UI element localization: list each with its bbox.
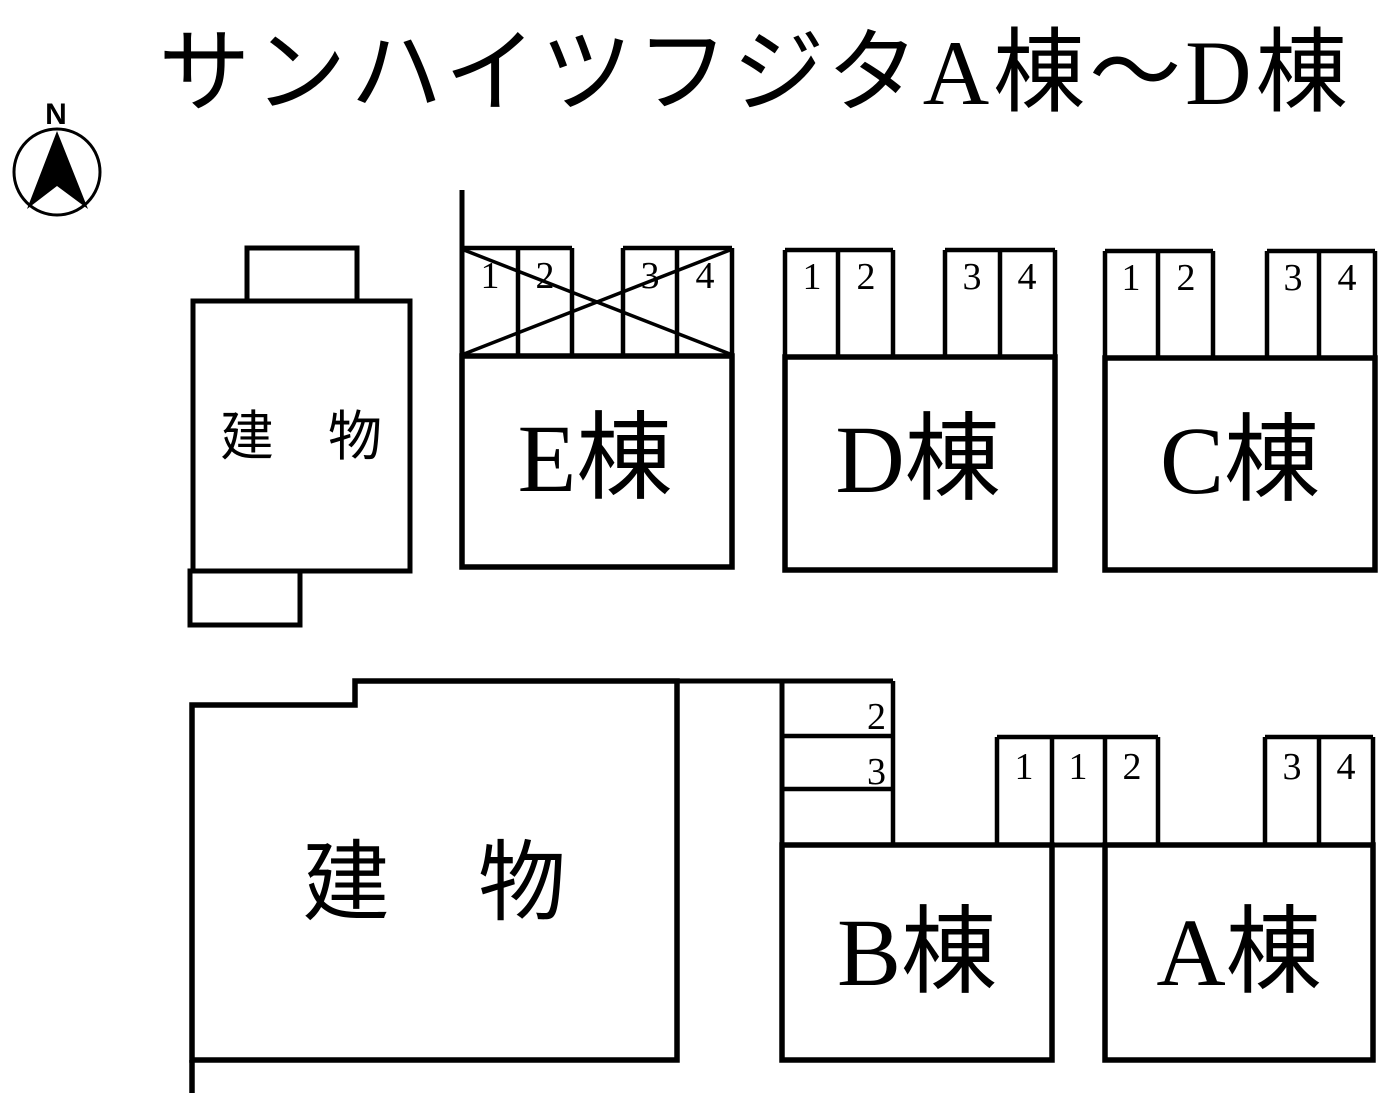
parking-space-a2: 2 [1123, 746, 1142, 788]
parking-space-e4: 4 [696, 255, 715, 297]
parking-space-d3: 3 [963, 256, 982, 298]
building-a-outline [1102, 842, 1376, 1063]
parking-space-e2: 2 [536, 255, 555, 297]
building-main: 建 物 [189, 678, 680, 1093]
building-e-outline [459, 353, 735, 570]
page-title: サンハイツフジタA棟～D棟 [158, 22, 1351, 124]
parking-space-b1: 1 [1015, 746, 1034, 788]
building-b-outline [779, 842, 1055, 1063]
parking-space-a1: 1 [1069, 746, 1088, 788]
parking-space-c3: 3 [1284, 257, 1303, 299]
parking-space-d1: 1 [803, 256, 822, 298]
building-b-label: B棟 [837, 899, 997, 1006]
parking-space-e3: 3 [641, 255, 660, 297]
parking-space-e1: 1 [481, 255, 500, 297]
building-a-block: A棟 [1102, 842, 1376, 1063]
building-d-block: 1 2 3 4 D棟 [782, 247, 1058, 573]
annex-label: 建 物 [220, 407, 382, 467]
annex-top-wing [244, 245, 360, 304]
parking-space-a4: 4 [1337, 746, 1356, 788]
building-c-outline [1102, 355, 1378, 573]
parking-space-a3: 3 [1283, 746, 1302, 788]
north-label: N [45, 98, 67, 131]
annex-bottom-wing [187, 568, 303, 628]
building-a-label: A棟 [1156, 899, 1321, 1006]
parking-space-c1: 1 [1122, 257, 1141, 299]
building-d-outline [782, 354, 1058, 573]
building-annex: 建 物 [187, 245, 413, 628]
cross-out-diagonal-2 [463, 248, 731, 356]
parking-space-b3: 3 [867, 751, 886, 793]
parking-space-d2: 2 [857, 256, 876, 298]
building-d-label: D棟 [835, 406, 1000, 513]
parking-space-d4: 4 [1018, 256, 1037, 298]
north-arrow-icon [27, 131, 88, 209]
parking-space-b2: 2 [867, 696, 886, 738]
north-compass: N [12, 98, 102, 217]
building-e-label: E棟 [518, 405, 673, 512]
parking-space-c4: 4 [1338, 257, 1357, 299]
building-e-block: 1 2 3 4 E棟 [459, 190, 735, 570]
building-c-label: C棟 [1160, 407, 1320, 514]
parking-space-c2: 2 [1177, 257, 1196, 299]
building-b-block: 2 3 1 1 2 3 4 B棟 [677, 678, 1376, 1063]
main-building-label: 建 物 [302, 836, 566, 933]
compass-circle-icon [12, 127, 102, 217]
building-c-block: 1 2 3 4 C棟 [1102, 248, 1378, 573]
